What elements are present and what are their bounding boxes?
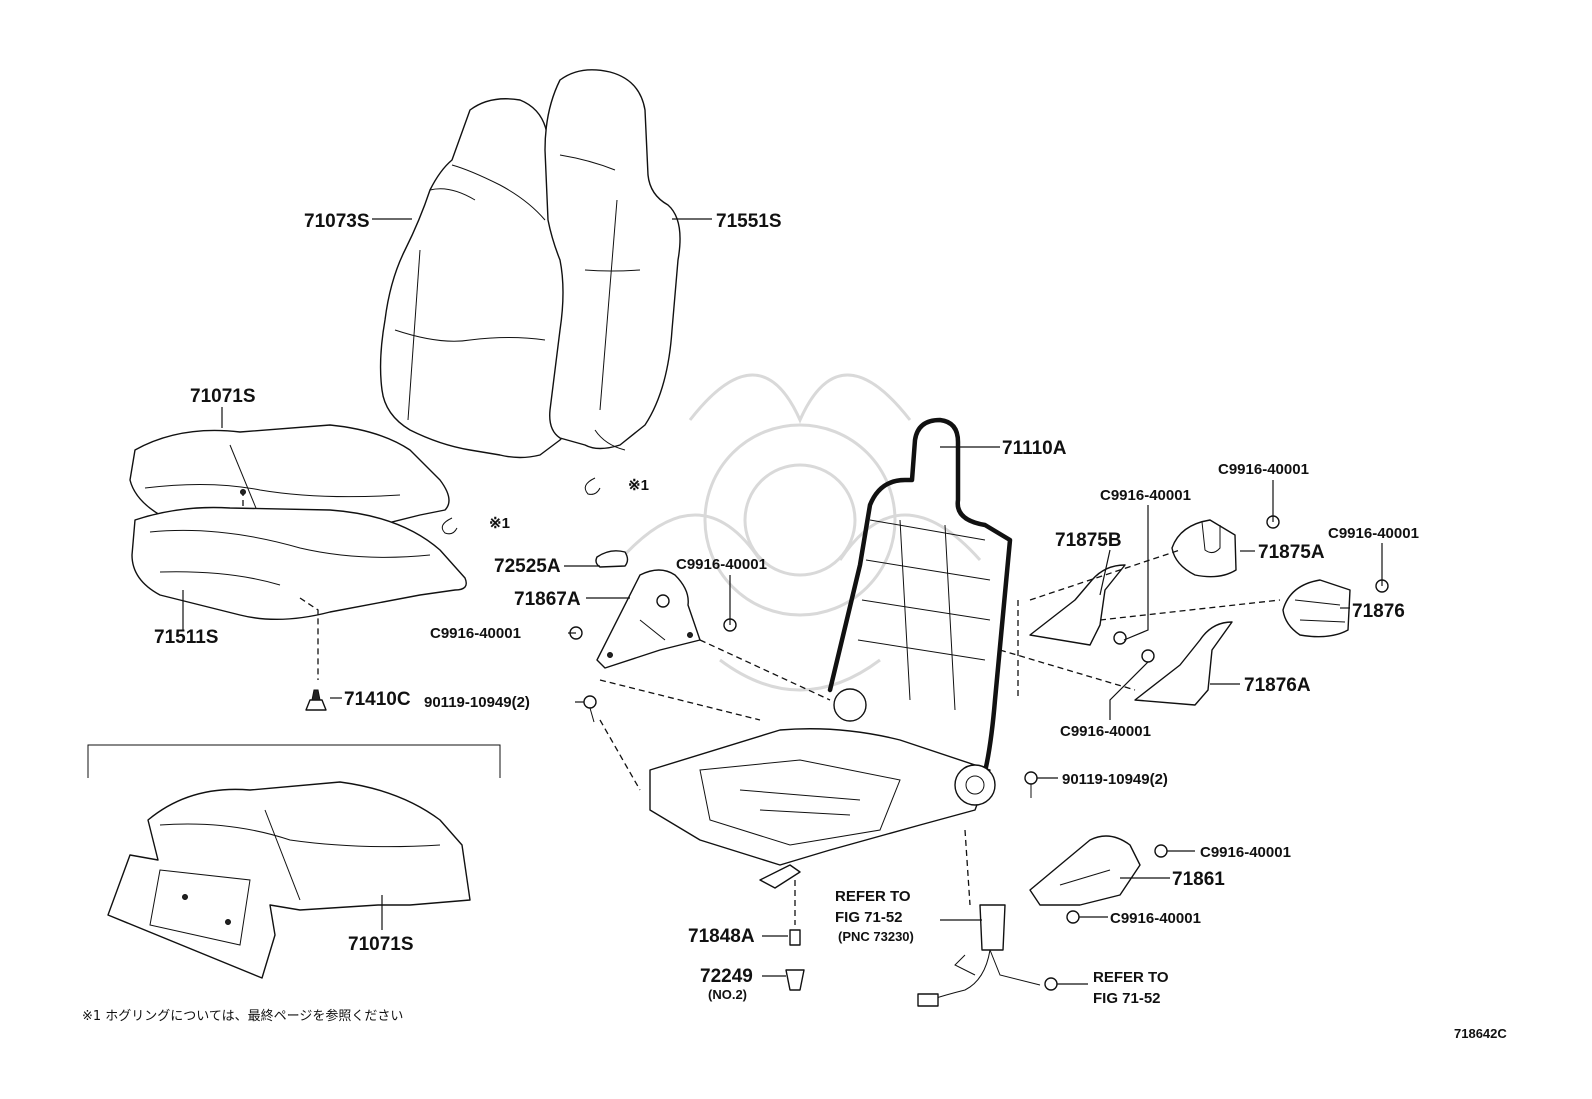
label-72249: 72249 <box>700 966 753 987</box>
cushion-pad-drawing <box>131 506 467 680</box>
label-90119-left: 90119-10949(2) <box>424 694 530 711</box>
label-c9916-f: C9916-40001 <box>1060 723 1151 740</box>
inset-cushion-drawing <box>87 744 501 979</box>
label-c9916-b: C9916-40001 <box>430 625 521 642</box>
assembly-dashed-lines <box>599 549 1281 925</box>
cover-71876a-drawing <box>1134 621 1233 706</box>
footnote-text: ※1 ホグリングについては、最終ページを参照ください <box>82 1008 403 1024</box>
label-71876a: 71876A <box>1244 675 1311 696</box>
label-refer-b2: FIG 71-52 <box>1093 990 1161 1007</box>
label-71511s: 71511S <box>154 627 218 648</box>
shield-bracket-drawing <box>596 569 701 669</box>
label-71875b: 71875B <box>1055 530 1122 551</box>
label-71071s-inset: 71071S <box>348 934 414 955</box>
label-71876: 71876 <box>1352 601 1405 622</box>
label-71410c: 71410C <box>344 689 411 710</box>
label-71867a: 71867A <box>514 589 581 610</box>
knob-drawing <box>595 550 629 568</box>
label-refer-2: FIG 71-52 <box>835 909 903 926</box>
label-c9916-g: C9916-40001 <box>1200 844 1291 861</box>
label-72525a: 72525A <box>494 556 561 577</box>
cover-71876-drawing <box>1282 579 1351 638</box>
label-71110a: 71110A <box>1002 438 1067 459</box>
label-71073s: 71073S <box>304 211 370 232</box>
label-71551s: 71551S <box>716 211 782 232</box>
diagram-code: 718642C <box>1454 1026 1507 1041</box>
label-71848a: 71848A <box>688 926 755 947</box>
label-ring-note-center: ※1 <box>628 477 649 494</box>
label-c9916-d: C9916-40001 <box>1100 487 1191 504</box>
cover-71875b-drawing <box>1029 564 1126 646</box>
fastener-icons <box>569 515 1389 991</box>
leader-lines <box>182 218 1383 985</box>
label-refer-b1: REFER TO <box>1093 969 1169 986</box>
label-90119-right: 90119-10949(2) <box>1062 771 1168 788</box>
seat-belt-buckle-drawing <box>917 904 1041 1007</box>
label-71875a: 71875A <box>1258 542 1325 563</box>
label-71861: 71861 <box>1172 869 1225 890</box>
label-refer-pnc: (PNC 73230) <box>838 929 914 944</box>
hog-ring-clip-icon <box>305 689 327 711</box>
seat-frame-drawing <box>649 417 1013 889</box>
label-c9916-h: C9916-40001 <box>1110 910 1201 927</box>
cover-71861-drawing <box>1029 835 1141 906</box>
label-c9916-c: C9916-40001 <box>1218 461 1309 478</box>
hog-ring-icon <box>441 477 601 535</box>
label-ring-note-left: ※1 <box>489 515 510 532</box>
label-c9916-a: C9916-40001 <box>676 556 767 573</box>
label-c9916-e: C9916-40001 <box>1328 525 1419 542</box>
cover-71875a-drawing <box>1171 519 1237 578</box>
watermark-logo <box>618 373 982 692</box>
label-71071s-upper: 71071S <box>190 386 256 407</box>
seatback-pad-drawing <box>544 69 681 451</box>
label-refer-1: REFER TO <box>835 888 911 905</box>
label-72249-sub: (NO.2) <box>708 987 747 1002</box>
